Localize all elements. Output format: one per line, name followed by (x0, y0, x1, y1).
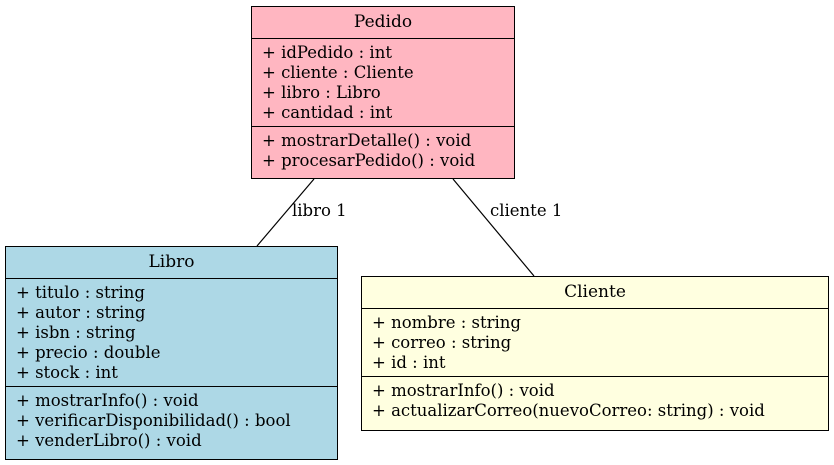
attribute-row: + cantidad : int (262, 103, 393, 122)
attribute-row: + titulo : string (16, 283, 145, 302)
association-pedido-libro-line (256, 178, 315, 247)
attribute-row: + cliente : Cliente (262, 63, 414, 82)
attribute-row: + autor : string (16, 303, 146, 322)
method-row: + actualizarCorreo(nuevoCorreo: string) … (372, 401, 765, 420)
methods-section-pedido: + mostrarDetalle() : void + procesarPedi… (252, 127, 514, 174)
attribute-row: + idPedido : int (262, 43, 392, 62)
attribute-row: + stock : int (16, 363, 118, 382)
method-row: + procesarPedido() : void (262, 151, 476, 170)
method-row: + mostrarDetalle() : void (262, 131, 472, 150)
method-row: + venderLibro() : void (16, 431, 202, 450)
method-row: + verificarDisponibilidad() : bool (16, 411, 291, 430)
method-row: + mostrarInfo() : void (372, 381, 555, 400)
attribute-row: + precio : double (16, 343, 161, 362)
methods-section-libro: + mostrarInfo() : void + verificarDispon… (6, 387, 337, 454)
class-name-cliente: Cliente (362, 277, 828, 309)
attributes-section-cliente: + nombre : string + correo : string + id… (362, 309, 828, 377)
association-label-cliente: cliente 1 (490, 201, 563, 220)
method-row: + mostrarInfo() : void (16, 391, 199, 410)
association-pedido-cliente-line (452, 178, 535, 277)
attribute-row: + id : int (372, 353, 446, 372)
class-box-cliente[interactable]: Cliente + nombre : string + correo : str… (361, 276, 829, 431)
attributes-section-pedido: + idPedido : int + cliente : Cliente + l… (252, 39, 514, 127)
association-label-libro: libro 1 (292, 201, 347, 220)
attribute-row: + nombre : string (372, 313, 521, 332)
class-name-pedido: Pedido (252, 7, 514, 39)
attributes-section-libro: + titulo : string + autor : string + isb… (6, 279, 337, 387)
class-box-pedido[interactable]: Pedido + idPedido : int + cliente : Clie… (251, 6, 515, 179)
attribute-row: + libro : Libro (262, 83, 381, 102)
attribute-row: + isbn : string (16, 323, 136, 342)
class-name-libro: Libro (6, 247, 337, 279)
methods-section-cliente: + mostrarInfo() : void + actualizarCorre… (362, 377, 828, 424)
class-box-libro[interactable]: Libro + titulo : string + autor : string… (5, 246, 338, 460)
attribute-row: + correo : string (372, 333, 512, 352)
